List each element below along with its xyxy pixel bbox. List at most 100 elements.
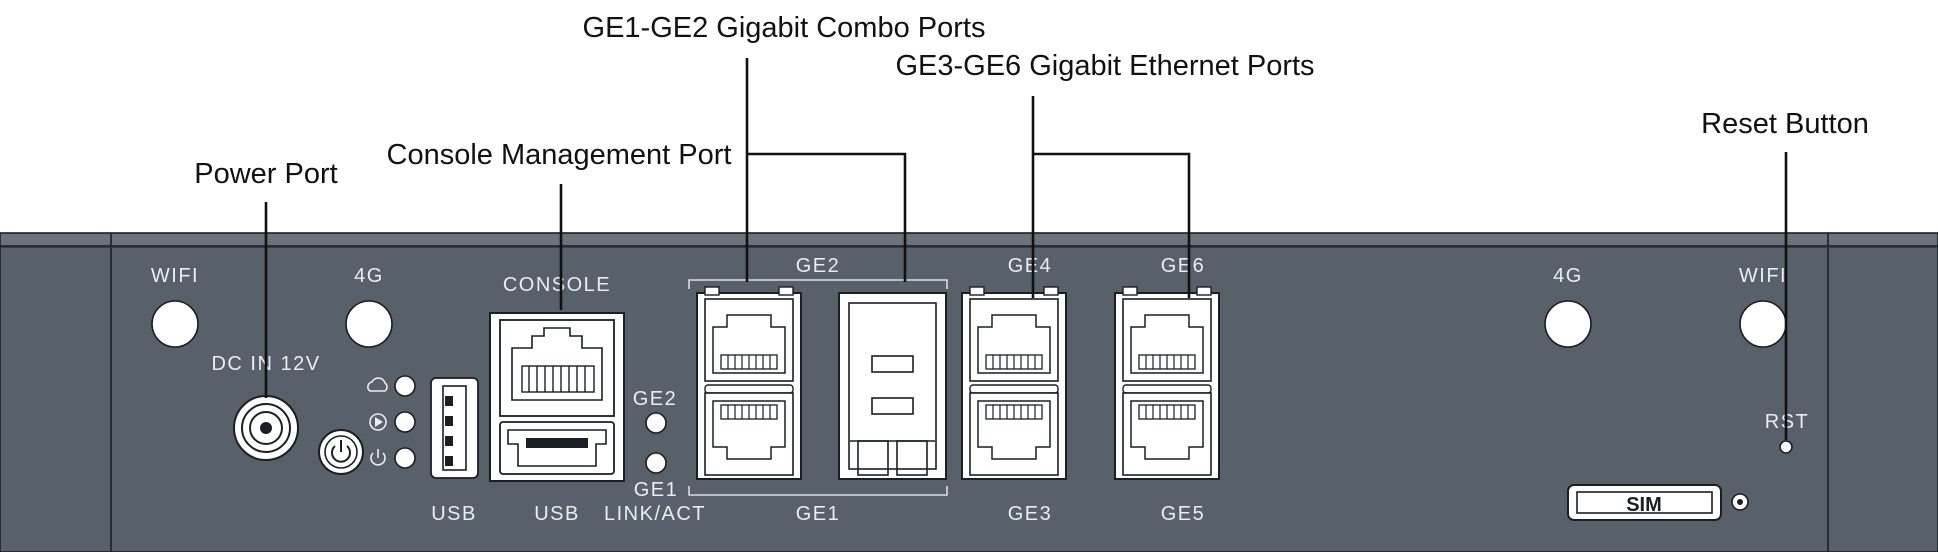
rj45-ge2-ge1-stack-upper-port[interactable] — [704, 298, 794, 382]
rj45-ge4-ge3-stack — [961, 286, 1067, 480]
rj45-ge6-ge5-stack — [1114, 286, 1220, 480]
console-port-frame[interactable] — [499, 319, 615, 417]
led-ge1 — [645, 452, 667, 474]
status-leds — [367, 375, 416, 469]
callout-ethernet-ports: GE3-GE6 Gigabit Ethernet Ports — [895, 50, 1314, 82]
rj45-ge4-ge3-stack-lower-port-opening — [977, 400, 1051, 460]
led-ge2 — [645, 412, 667, 434]
rj45-ge4-ge3-stack-lower-port[interactable] — [969, 392, 1059, 476]
sfp-cage-frame[interactable] — [838, 292, 947, 480]
link-leds: GE2 GE1 LINK/ACT — [604, 388, 706, 525]
rj45-ge2-ge1-stack-upper-port-opening — [712, 314, 786, 374]
label-ge2-led: GE2 — [633, 388, 678, 410]
rj45-ge4-ge3-stack-upper-port-opening — [977, 314, 1051, 374]
label-ge5: GE5 — [1161, 503, 1206, 525]
wifi-antenna-hole-left — [151, 300, 199, 348]
reset-button[interactable] — [1779, 440, 1793, 454]
label-sim: SIM — [1626, 494, 1662, 516]
4g-antenna-hole-right — [1544, 300, 1592, 348]
sim-slot-frame[interactable] — [1567, 484, 1722, 521]
callout-leaders — [264, 58, 1788, 440]
label-4g-right: 4G — [1553, 265, 1583, 287]
rj45-ge6-ge5-stack-lower-port-frame[interactable] — [1122, 392, 1212, 476]
power-button[interactable] — [318, 429, 364, 475]
usb-left-pin-3 — [445, 436, 453, 446]
label-usb-right: USB — [534, 503, 580, 525]
rj45-jacks — [696, 286, 1220, 480]
console-port-opening — [511, 327, 603, 401]
wifi-antenna-hole-right — [1739, 300, 1787, 348]
rj45-ge6-ge5-stack-upper-port-contacts — [1138, 354, 1196, 370]
label-usb-left: USB — [431, 503, 477, 525]
rj45-ge4-ge3-stack-upper-port[interactable] — [969, 298, 1059, 382]
label-wifi-right: WIFI — [1739, 265, 1787, 287]
usb-left-pin-2 — [445, 416, 453, 426]
usb-port-right[interactable] — [499, 421, 615, 475]
rj45-ge2-ge1-stack-upper-port-contacts — [720, 354, 778, 370]
label-ge1-led: GE1 — [634, 479, 679, 501]
sim-eject-pin-center — [1737, 499, 1743, 505]
rj45-ge6-ge5-stack-lower-port[interactable] — [1122, 392, 1212, 476]
label-ge3: GE3 — [1008, 503, 1053, 525]
sim-slot[interactable]: SIM — [1567, 484, 1749, 521]
antenna-4g-left: 4G — [345, 265, 393, 348]
label-ge1-bottom: GE1 — [796, 503, 841, 525]
play-icon — [369, 413, 387, 431]
console-usb-block: CONSOLE USB — [489, 274, 625, 525]
combo-port-group: GE2 GE1 — [688, 255, 948, 525]
usb-left-pin-1 — [445, 396, 453, 406]
label-link-act: LINK/ACT — [604, 503, 706, 525]
rj45-ge6-ge5-stack-lower-port-opening — [1130, 400, 1204, 460]
led-power — [394, 447, 416, 469]
antenna-wifi-left: WIFI — [151, 265, 199, 348]
sfp-latch-top — [871, 355, 914, 373]
usb-left-pin-4 — [445, 456, 453, 466]
antenna-wifi-right: WIFI — [1739, 265, 1787, 348]
leader-ethernet-ge6 — [1033, 152, 1191, 298]
leader-combo-sfp — [747, 152, 907, 282]
dc-jack-pin — [260, 422, 272, 434]
led-cloud — [394, 375, 416, 397]
label-ge2-top: GE2 — [796, 255, 841, 277]
dc-power-jack: DC IN 12V — [211, 353, 319, 461]
callout-labels: GE1-GE2 Gigabit Combo Ports GE3-GE6 Giga… — [194, 12, 1869, 190]
usb-left-tongue — [442, 385, 467, 471]
sfp-cage[interactable] — [838, 292, 947, 480]
rj45-ge2-ge1-stack-tab-left — [704, 286, 720, 296]
rj45-ge2-ge1-stack-lower-port[interactable] — [704, 392, 794, 476]
usb-right-opening — [507, 429, 607, 467]
label-ge6: GE6 — [1161, 255, 1206, 277]
rj45-ge2-ge1-stack-tab-right — [778, 286, 794, 296]
rj45-ge4-ge3-stack-upper-port-contacts — [985, 354, 1043, 370]
label-ge4: GE4 — [1008, 255, 1053, 277]
cloud-icon — [367, 377, 388, 392]
callout-power-port: Power Port — [194, 158, 337, 190]
led-play — [394, 411, 416, 433]
label-4g-left: 4G — [354, 265, 384, 287]
rj45-ge4-ge3-stack-tab-right — [1043, 286, 1059, 296]
rj45-ge2-ge1-stack-lower-port-contacts — [720, 404, 778, 420]
sim-slot-opening — [1576, 491, 1713, 514]
power-button-icon — [331, 440, 351, 463]
label-console: CONSOLE — [503, 274, 611, 296]
rj45-ge2-ge1-stack-lower-port-opening — [712, 400, 786, 460]
console-port-contacts — [521, 365, 595, 393]
callout-combo-ports: GE1-GE2 Gigabit Combo Ports — [583, 12, 986, 44]
sfp-cage-opening — [848, 302, 937, 470]
rj45-ge6-ge5-stack-tab-left — [1122, 286, 1138, 296]
rj45-ge6-ge5-stack-lower-port-contacts — [1138, 404, 1196, 420]
usb-port-left[interactable]: USB — [430, 377, 479, 525]
rj45-ge4-ge3-stack-tab-left — [969, 286, 985, 296]
chassis-top-rail — [0, 232, 1938, 248]
rj45-ge6-ge5-stack-upper-port[interactable] — [1122, 298, 1212, 382]
rj45-ge4-ge3-stack-lower-port-contacts — [985, 404, 1043, 420]
4g-antenna-hole-left — [345, 300, 393, 348]
console-port[interactable] — [499, 319, 615, 417]
rj45-ge6-ge5-stack-tab-right — [1196, 286, 1212, 296]
sfp-latch-bottom — [871, 397, 914, 415]
combo-bracket-top — [688, 279, 948, 289]
rj45-ge6-ge5-stack-upper-port-opening — [1130, 314, 1204, 374]
usb-left-housing[interactable] — [430, 377, 479, 479]
rj45-ge2-ge1-stack — [696, 286, 802, 480]
